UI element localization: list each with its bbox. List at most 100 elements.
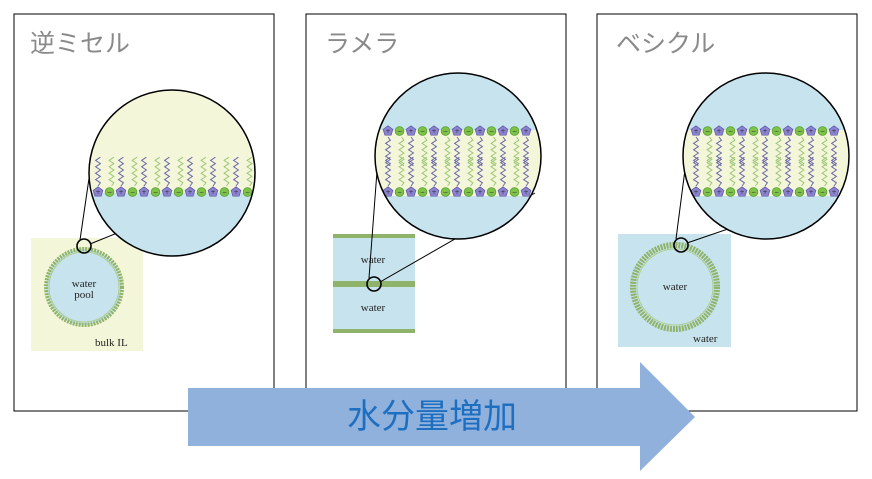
alkyl-tail: [490, 156, 497, 187]
charge-minus: −: [728, 128, 733, 135]
charge-plus: +: [477, 189, 482, 196]
arrow-shape: [188, 362, 695, 471]
anion-head: [748, 126, 759, 136]
cation-head: [736, 125, 748, 136]
cation-head: [451, 186, 463, 197]
charge-minus: −: [820, 189, 825, 196]
alkyl-tail: [200, 156, 207, 187]
charge-plus: +: [408, 128, 413, 135]
anion-head: [104, 187, 115, 197]
alkyl-tail: [444, 156, 451, 187]
charge-minus: −: [443, 128, 448, 135]
cation-tail: [807, 136, 815, 167]
cation-tail: [499, 136, 507, 167]
alkyl-tail: [223, 156, 230, 187]
charge-plus: +: [716, 189, 721, 196]
charge-plus: +: [693, 189, 698, 196]
charge-plus: +: [831, 128, 836, 135]
surfactant-layer-top: +−+−+−+−+−+−+: [690, 125, 840, 167]
anion-head: [440, 187, 451, 197]
charge-plus: +: [693, 128, 698, 135]
anion-head: [486, 126, 497, 136]
alkyl-tail: [467, 156, 474, 187]
zoom-marker: [76, 238, 92, 254]
cation-tail: [407, 156, 415, 187]
cation-head: [690, 125, 702, 136]
inner-water-label: water: [663, 281, 688, 293]
cation-head: [382, 186, 394, 197]
cation-head: [405, 186, 417, 197]
cation-tail: [738, 136, 746, 167]
alkyl-tail: [444, 136, 451, 167]
charge-plus: +: [118, 189, 123, 196]
alkyl-tail: [706, 156, 713, 187]
cation-tail: [430, 136, 438, 167]
charge-minus: −: [489, 128, 494, 135]
cation-tail: [784, 156, 792, 187]
cation-head: [805, 125, 817, 136]
cation-tail: [430, 156, 438, 187]
charge-minus: −: [820, 128, 825, 135]
charge-minus: −: [797, 189, 802, 196]
cation-tail: [784, 136, 792, 167]
alkyl-tail: [775, 136, 782, 167]
cation-head: [382, 125, 394, 136]
panel-title: ラメラ: [325, 29, 399, 58]
membrane-middle: [333, 281, 415, 287]
charge-plus: +: [95, 189, 100, 196]
cation-tail: [453, 136, 461, 167]
charge-minus: −: [774, 128, 779, 135]
cation-tail: [476, 136, 484, 167]
cation-tail: [692, 136, 700, 167]
alkyl-tail: [421, 156, 428, 187]
cation-head: [736, 186, 748, 197]
anion-head: [150, 187, 161, 197]
cation-head: [405, 125, 417, 136]
alkyl-tail: [798, 156, 805, 187]
cation-head: [782, 186, 794, 197]
anion-head: [817, 187, 828, 197]
alkyl-tail: [246, 156, 253, 187]
charge-plus: +: [477, 128, 482, 135]
cation-tail: [692, 156, 700, 187]
cation-head: [161, 186, 173, 197]
charge-minus: −: [489, 189, 494, 196]
panel-title: ベシクル: [616, 29, 715, 58]
charge-minus: −: [728, 189, 733, 196]
anion-head: [394, 126, 405, 136]
charge-minus: −: [199, 189, 204, 196]
alkyl-tail: [467, 136, 474, 167]
anion-head: [794, 187, 805, 197]
charge-plus: +: [500, 189, 505, 196]
alkyl-tail: [154, 156, 161, 187]
charge-minus: −: [130, 189, 135, 196]
charge-minus: −: [176, 189, 181, 196]
charge-plus: +: [808, 189, 813, 196]
cation-head: [520, 186, 532, 197]
anion-head: [771, 187, 782, 197]
charge-plus: +: [762, 128, 767, 135]
charge-plus: +: [785, 189, 790, 196]
charge-plus: +: [523, 189, 528, 196]
panel-vesicle: ベシクル water water +−+−+−+−+−+−+ +−+−+−+−+…: [596, 13, 858, 412]
anion-head: [702, 187, 713, 197]
cation-head: [805, 186, 817, 197]
cation-head: [184, 186, 196, 197]
alkyl-tail: [131, 156, 138, 187]
alkyl-tail: [821, 156, 828, 187]
anion-head: [771, 126, 782, 136]
zoom-marker: [673, 237, 689, 253]
cation-head: [497, 186, 509, 197]
anion-head: [702, 126, 713, 136]
anion-head: [748, 187, 759, 197]
charge-plus: +: [808, 128, 813, 135]
water-pool: [46, 249, 122, 325]
cation-tail: [453, 156, 461, 187]
cation-tail: [830, 156, 838, 187]
cation-head: [713, 125, 725, 136]
cation-head: [828, 125, 840, 136]
water-label-top: water: [361, 254, 386, 266]
cation-tail: [476, 156, 484, 187]
alkyl-tail: [729, 156, 736, 187]
alkyl-tail: [729, 136, 736, 167]
